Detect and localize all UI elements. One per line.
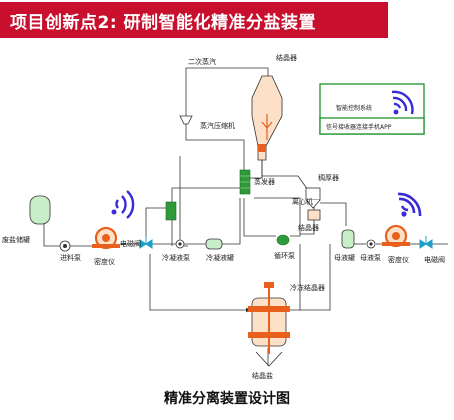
density-meter-left-label: 密度仪 bbox=[94, 257, 115, 266]
thickener-label: 稠厚器 bbox=[318, 173, 339, 182]
waste-salt-tank: 废盐储罐 bbox=[2, 195, 51, 244]
waste-salt-tank-label: 废盐储罐 bbox=[2, 235, 30, 244]
mother-liquor-tank: 母液罐 bbox=[334, 229, 355, 262]
crystallizer-vessel: 结晶器 bbox=[251, 53, 297, 161]
solenoid-valve-right-label: 电磁阀 bbox=[424, 255, 445, 264]
mother-liquor-tank-label: 母液罐 bbox=[334, 253, 355, 262]
heat-exchanger bbox=[165, 201, 177, 221]
signal-icon-left bbox=[111, 190, 135, 219]
feed-pump-label: 进料泵 bbox=[60, 253, 81, 262]
secondary-steam-label: 二次蒸汽 bbox=[188, 57, 216, 66]
crystal-salt-label: 结晶盐 bbox=[252, 371, 273, 380]
mother-liquor-pump: 母液泵 bbox=[360, 239, 381, 262]
process-diagram-svg: 结晶器 二次蒸汽 蒸汽压缩机 蒸发器 稠厚器 离心机 结晶器 循环泵 废盐 bbox=[2, 53, 448, 380]
evaporator-label: 蒸发器 bbox=[254, 177, 275, 186]
secondary-steam-pipe bbox=[185, 67, 269, 116]
condensate-pump-label: 冷凝液泵 bbox=[162, 253, 190, 262]
signal-receiver-label: 信号接收器连接手机APP bbox=[326, 123, 392, 131]
condensate-tank: 冷凝液罐 bbox=[205, 238, 234, 262]
evaporator: 蒸发器 bbox=[239, 169, 275, 195]
circulation-pump: 循环泵 bbox=[274, 234, 295, 260]
circulation-pump-label: 循环泵 bbox=[274, 251, 295, 260]
page-title: 项目创新点2: 研制智能化精准分盐装置 bbox=[10, 12, 317, 33]
condensate-pump: 冷凝液泵 bbox=[162, 239, 190, 262]
cooling-crystallizer: 冷冻结晶器 bbox=[248, 282, 325, 367]
density-meter-right: 密度仪 bbox=[382, 224, 410, 264]
crystallizer-box-label: 结晶器 bbox=[298, 223, 319, 232]
density-meter-left: 密度仪 bbox=[92, 226, 120, 266]
density-meter-right-label: 密度仪 bbox=[388, 255, 409, 264]
mother-liquor-pump-label: 母液泵 bbox=[360, 253, 381, 262]
signal-icon-right bbox=[397, 192, 422, 217]
control-system-box: 智能控制系统 信号接收器连接手机APP bbox=[319, 83, 425, 135]
crystallizer-label: 结晶器 bbox=[276, 53, 297, 62]
solenoid-valve-left: 电磁阀 bbox=[120, 236, 153, 249]
solenoid-valve-right: 电磁阀 bbox=[419, 236, 445, 264]
process-diagram: 结晶器 二次蒸汽 蒸汽压缩机 蒸发器 稠厚器 离心机 结晶器 循环泵 废盐 bbox=[0, 48, 454, 384]
diagram-caption: 精准分离装置设计图 bbox=[164, 391, 290, 407]
piping bbox=[43, 67, 448, 366]
control-system-label: 智能控制系统 bbox=[336, 104, 372, 112]
centrifuge-label: 离心机 bbox=[292, 197, 313, 206]
cooling-crystallizer-label: 冷冻结晶器 bbox=[290, 283, 325, 292]
centrifuge: 离心机 bbox=[292, 197, 321, 221]
signal-icon-control bbox=[391, 90, 414, 115]
feed-pump: 进料泵 bbox=[59, 240, 81, 262]
condensate-tank-label: 冷凝液罐 bbox=[206, 253, 234, 262]
title-banner: 项目创新点2: 研制智能化精准分盐装置 bbox=[0, 2, 388, 38]
steam-compressor-label: 蒸汽压缩机 bbox=[200, 121, 235, 130]
solenoid-valve-left-label: 电磁阀 bbox=[120, 239, 141, 248]
thickener: 稠厚器 bbox=[305, 173, 339, 209]
steam-compressor: 蒸汽压缩机 bbox=[179, 115, 235, 130]
